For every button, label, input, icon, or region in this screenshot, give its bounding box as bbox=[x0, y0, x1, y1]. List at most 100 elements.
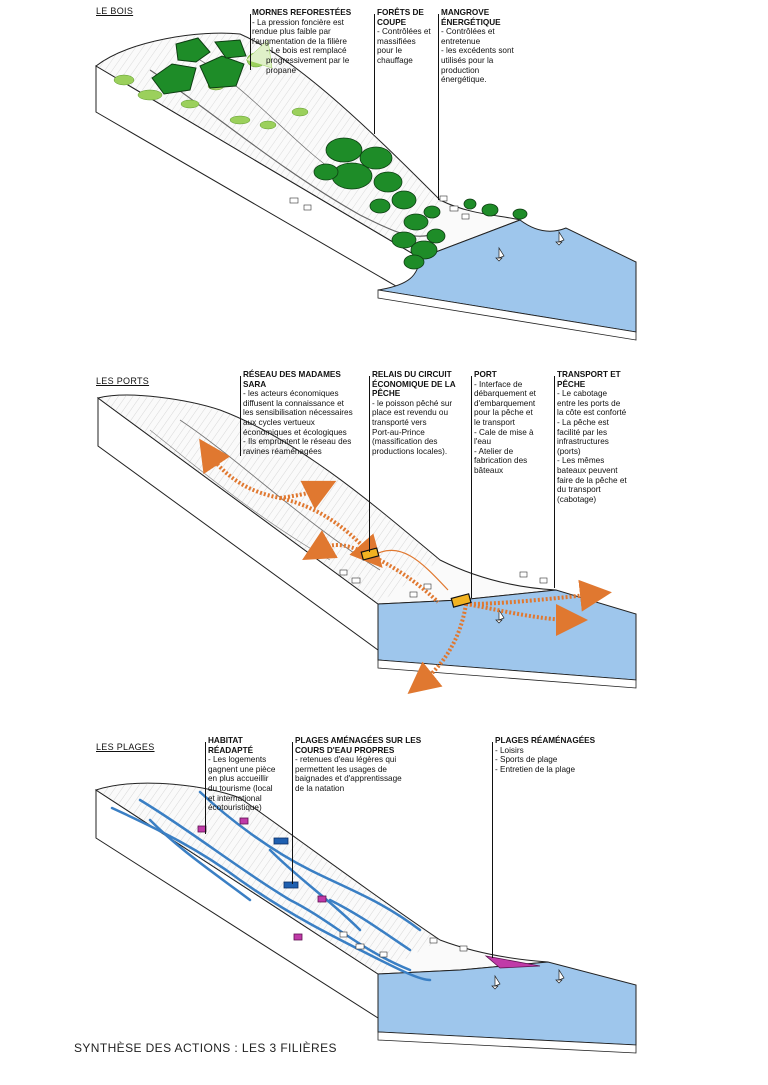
note-line: du tourisme (local bbox=[208, 783, 273, 793]
note-line: ravines réaménagées bbox=[243, 446, 322, 456]
note-line: infrastructures bbox=[557, 437, 609, 447]
note-line: - Ils empruntent le réseau des bbox=[243, 437, 352, 447]
note-line: (ports) bbox=[557, 446, 581, 456]
terrain-plages bbox=[94, 782, 637, 1054]
leader-line bbox=[471, 376, 472, 598]
note-line: - Atelier de bbox=[474, 446, 514, 456]
note-line: bateaux peuvent bbox=[557, 465, 618, 475]
note-line: - Sports de plage bbox=[495, 755, 558, 765]
note-line: Port-au-Prince bbox=[372, 427, 425, 437]
note-line: diffusent la connaissance et bbox=[243, 398, 344, 408]
note-line: transporté vers bbox=[372, 417, 427, 427]
note-line: - le poisson pêché sur bbox=[372, 398, 453, 408]
note-port: PORT - Interface de débarquement et d'em… bbox=[474, 370, 550, 476]
leader-line bbox=[374, 14, 375, 134]
note-line: - Contrôlées et bbox=[441, 27, 495, 37]
note-line: énergétique. bbox=[441, 75, 487, 85]
note-line: - Les mêmes bbox=[557, 456, 605, 466]
note-line: bâteaux bbox=[474, 465, 504, 475]
terrain-bois bbox=[95, 32, 637, 341]
note-line: - Le bois est remplacé bbox=[266, 46, 347, 56]
note-line: utilisés pour la bbox=[441, 55, 494, 65]
leader-line bbox=[492, 742, 493, 958]
note-title: PLAGES AMÉNAGÉES SUR LES COURS D'EAU PRO… bbox=[295, 736, 422, 755]
leader-line bbox=[554, 376, 555, 588]
note-transport-et-peche: TRANSPORT ET PÊCHE - Le cabotage entre l… bbox=[557, 370, 641, 504]
note-line: progressivement par le bbox=[266, 55, 350, 65]
note-line: débarquement et bbox=[474, 389, 536, 399]
page-caption: SYNTHÈSE DES ACTIONS : LES 3 FILIÈRES bbox=[74, 1041, 337, 1055]
note-line: fabrication des bbox=[474, 456, 528, 466]
note-title: MANGROVE ÉNERGÉTIQUE bbox=[441, 8, 501, 27]
note-line: (massification des bbox=[372, 437, 438, 447]
note-line: - les acteurs économiques bbox=[243, 389, 339, 399]
note-line: gagnent une pièce bbox=[208, 764, 276, 774]
note-title: MORNES REFORESTÉES bbox=[252, 8, 352, 17]
leader-line bbox=[438, 14, 439, 200]
note-line: de la natation bbox=[295, 783, 345, 793]
note-line: productions locales). bbox=[372, 446, 448, 456]
note-line: - Interface de bbox=[474, 379, 523, 389]
note-title: RÉSEAU DES MADAMES SARA bbox=[243, 370, 341, 389]
note-relais-circuit-peche: RELAIS DU CIRCUIT ÉCONOMIQUE DE LA PÊCHE… bbox=[372, 370, 468, 456]
note-line: entre les ports de bbox=[557, 398, 621, 408]
note-title: TRANSPORT ET PÊCHE bbox=[557, 370, 621, 389]
terrain-ports bbox=[96, 394, 637, 695]
section-label-bois: LE BOIS bbox=[96, 6, 134, 16]
note-title: PORT bbox=[474, 370, 497, 379]
note-line: entretenue bbox=[441, 36, 481, 46]
note-line: pour la pêche et bbox=[474, 408, 533, 418]
note-line: et international bbox=[208, 793, 262, 803]
note-title: HABITAT RÉADAPTÉ bbox=[208, 736, 254, 755]
note-line: propane bbox=[266, 65, 297, 75]
note-line: (cabotage) bbox=[557, 494, 597, 504]
note-line: - La pression foncière est bbox=[252, 17, 344, 27]
leader-line bbox=[250, 14, 251, 70]
note-line: - Le cabotage bbox=[557, 389, 608, 399]
note-line: le transport bbox=[474, 417, 515, 427]
note-title: FORÊTS DE COUPE bbox=[377, 8, 424, 27]
leader-line bbox=[205, 742, 206, 834]
note-line: du transport bbox=[557, 485, 601, 495]
note-title: PLAGES RÉAMÉNAGÉES bbox=[495, 736, 596, 745]
note-line: - Les logements bbox=[208, 755, 267, 765]
note-line: facilité par les bbox=[557, 427, 608, 437]
note-habitat-readapte: HABITAT RÉADAPTÉ - Les logements gagnent… bbox=[208, 736, 288, 813]
note-line: - La pêche est bbox=[557, 417, 609, 427]
note-line: l'eau bbox=[474, 437, 492, 447]
note-line: baignades et d'apprentissage bbox=[295, 774, 402, 784]
note-line: d'embarquement bbox=[474, 398, 536, 408]
leader-line bbox=[292, 742, 293, 884]
note-line: - Loisirs bbox=[495, 745, 524, 755]
note-line: place est revendu ou bbox=[372, 408, 449, 418]
note-line: la côte est conforté bbox=[557, 408, 627, 418]
note-line: en plus accueillir bbox=[208, 774, 269, 784]
note-line: - Contrôlées et bbox=[377, 27, 431, 37]
note-line: rendue plus faible par bbox=[252, 27, 331, 37]
note-title: RELAIS DU CIRCUIT ÉCONOMIQUE DE LA PÊCHE bbox=[372, 370, 456, 399]
leader-line bbox=[240, 376, 241, 456]
note-line: économiques et écologiques bbox=[243, 427, 347, 437]
note-line: l'augmentation de la filière bbox=[252, 36, 347, 46]
note-line: - retenues d'eau légères qui bbox=[295, 755, 397, 765]
note-plages-reamenagees: PLAGES RÉAMÉNAGÉES - Loisirs - Sports de… bbox=[495, 736, 613, 774]
note-line: - les excédents sont bbox=[441, 46, 514, 56]
section-label-plages: LES PLAGES bbox=[96, 742, 155, 752]
note-line: pour le bbox=[377, 46, 403, 56]
note-line: permettent les usages de bbox=[295, 764, 387, 774]
note-plages-amenagees: PLAGES AMÉNAGÉES SUR LES COURS D'EAU PRO… bbox=[295, 736, 423, 794]
note-line: faire de la pêche et bbox=[557, 475, 627, 485]
note-line: - Entretien de la plage bbox=[495, 764, 576, 774]
note-reseau-madames-sara: RÉSEAU DES MADAMES SARA - les acteurs éc… bbox=[243, 370, 365, 456]
note-forets-de-coupe: FORÊTS DE COUPE - Contrôlées et massifié… bbox=[377, 8, 441, 66]
note-line: écotouristique) bbox=[208, 803, 262, 813]
section-label-ports: LES PORTS bbox=[96, 376, 150, 386]
note-line: massifiées bbox=[377, 36, 416, 46]
note-line: les sensibilisation nécessaires bbox=[243, 408, 353, 418]
note-line: - Cale de mise à bbox=[474, 427, 534, 437]
note-line: chauffage bbox=[377, 55, 413, 65]
note-mornes-reforestees: MORNES REFORESTÉES - La pression foncièr… bbox=[252, 8, 370, 75]
note-mangrove-energetique: MANGROVE ÉNERGÉTIQUE - Contrôlées et ent… bbox=[441, 8, 533, 85]
note-line: production bbox=[441, 65, 480, 75]
